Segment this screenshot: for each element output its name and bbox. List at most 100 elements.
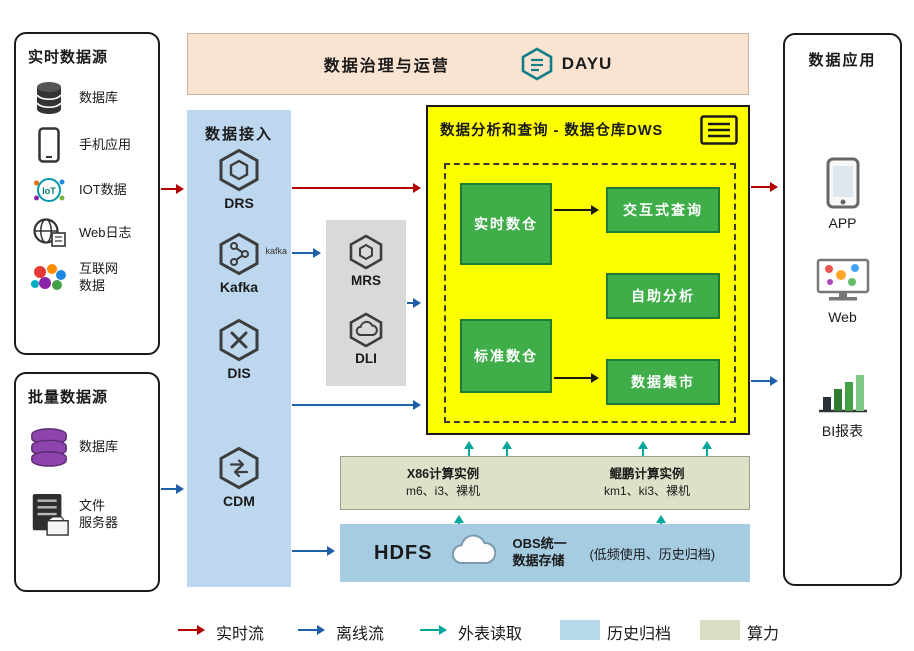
source-label: 互联网 数据 — [79, 261, 119, 293]
compute-panel: X86计算实例 m6、i3、裸机 鲲鹏计算实例 km1、ki3、裸机 — [340, 456, 750, 510]
legend-label: 历史归档 — [607, 626, 672, 643]
service-label: Kafka — [219, 279, 259, 295]
dayu-logo: DAYU — [520, 47, 613, 81]
kafka-icon — [219, 232, 259, 276]
list-item: 数据库 — [16, 75, 158, 121]
phone-icon — [28, 127, 70, 163]
arrow-hdfs-to-compute-2 — [655, 515, 666, 524]
arrow-mrs-to-dws — [407, 297, 421, 308]
x86-spec: m6、i3、裸机 — [405, 484, 480, 499]
service-label: DLI — [355, 351, 377, 366]
web-monitor-icon — [816, 258, 869, 301]
arrow-ingestion-to-mrs — [292, 247, 321, 258]
arrow-ingestion-to-dws-offline — [292, 399, 421, 410]
service-label: DIS — [227, 365, 251, 381]
legend-label: 离线流 — [336, 626, 385, 643]
service-node-cdm: CDM — [187, 446, 291, 509]
kunpeng-spec: km1、ki3、裸机 — [603, 484, 690, 499]
arrow-realtime-to-query — [554, 204, 599, 215]
arrow-standard-to-mart — [554, 372, 599, 383]
arrow-compute-to-dws-3 — [637, 441, 648, 456]
app-label: APP — [828, 215, 857, 231]
globe-log-icon — [28, 217, 70, 249]
arrow-ingestion-to-dws — [292, 182, 421, 193]
service-label: MRS — [351, 273, 381, 288]
service-label: DRS — [224, 195, 254, 211]
purple-database-icon — [28, 425, 70, 469]
governance-banner: 数据治理与运营 DAYU — [187, 33, 749, 95]
x86-title: X86计算实例 — [406, 467, 480, 482]
bi-chart-icon — [818, 375, 867, 413]
hdfs-label: HDFS — [374, 541, 433, 564]
warehouse-standard: 标准数仓 — [460, 319, 552, 393]
legend-label: 算力 — [747, 626, 780, 643]
applications-panel: 数据应用 APP Web BI报表 — [783, 33, 902, 586]
bi-node: BI报表 — [785, 369, 900, 441]
ingestion-panel: 数据接入 DRS kafka Kafka DIS CDM — [187, 110, 291, 587]
dayu-logo-text: DAYU — [561, 54, 613, 73]
arrow-compute-to-dws-2 — [501, 441, 512, 456]
source-label: 手机应用 — [79, 136, 132, 152]
dayu-hexagon-icon — [521, 47, 553, 81]
svg-text:IoT: IoT — [42, 186, 56, 196]
storage-panel: HDFS OBS统一数据存储 (低频使用、历史归档) — [340, 524, 750, 582]
arrow-realtime-sources-to-ingestion — [161, 183, 184, 194]
app-label: Web — [828, 309, 857, 325]
dis-icon — [219, 318, 259, 362]
dws-title: 数据分析和查询 - 数据仓库DWS — [440, 123, 664, 139]
governance-title: 数据治理与运营 — [323, 58, 450, 75]
legend-realtime-arrow — [178, 624, 205, 635]
dli-icon — [349, 312, 383, 348]
cdm-icon — [219, 446, 259, 490]
file-server-icon — [28, 491, 70, 539]
service-interactive-query: 交互式查询 — [606, 187, 720, 233]
warehouse-realtime: 实时数仓 — [460, 183, 552, 265]
kafka-wordmark: kafka — [265, 246, 287, 256]
x86-compute-cell: X86计算实例 m6、i3、裸机 — [341, 466, 545, 499]
web-node: Web — [785, 257, 900, 325]
service-self-analysis: 自助分析 — [606, 273, 720, 319]
legend-label: 外表读取 — [458, 626, 523, 643]
source-label: Web日志 — [79, 224, 132, 240]
batch-sources-title: 批量数据源 — [28, 389, 109, 406]
service-data-mart: 数据集市 — [606, 359, 720, 405]
list-item: 互联网 数据 — [16, 255, 158, 301]
list-item: 文件 服务器 — [16, 475, 158, 545]
arrow-dws-to-bi — [751, 375, 778, 386]
database-icon — [28, 81, 70, 115]
internet-data-icon — [28, 262, 70, 294]
dws-inner-border — [444, 163, 736, 423]
middle-services-panel: MRS DLI — [326, 220, 406, 386]
arrow-compute-to-dws-1 — [463, 441, 474, 456]
arrow-dws-to-app — [751, 181, 778, 192]
service-label: CDM — [223, 493, 255, 509]
source-label: 数据库 — [79, 438, 119, 454]
obs-cloud-icon — [445, 533, 499, 574]
source-label: 文件 服务器 — [79, 498, 119, 530]
list-item: 数据库 — [16, 415, 158, 475]
source-label: IOT数据 — [79, 181, 127, 197]
arrow-hdfs-to-compute-1 — [453, 515, 464, 524]
list-item: Web日志 — [16, 211, 158, 255]
ingestion-title: 数据接入 — [204, 126, 273, 143]
service-node-dis: DIS — [187, 318, 291, 381]
batch-sources-panel: 批量数据源 数据库 文件 服务器 — [14, 372, 160, 592]
list-item: IoT IOT数据 — [16, 169, 158, 211]
document-icon — [700, 115, 738, 150]
list-item: 手机应用 — [16, 121, 158, 169]
service-node-dli: DLI — [326, 312, 406, 366]
realtime-sources-title: 实时数据源 — [28, 49, 109, 66]
applications-title: 数据应用 — [808, 52, 877, 69]
kunpeng-compute-cell: 鲲鹏计算实例 km1、ki3、裸机 — [545, 466, 749, 499]
legend-archive-swatch — [560, 620, 600, 640]
legend-label: 实时流 — [216, 626, 265, 643]
dws-panel: 数据分析和查询 - 数据仓库DWS 实时数仓 标准数仓 交互式查询 自助分析 数… — [426, 105, 750, 435]
kunpeng-title: 鲲鹏计算实例 — [609, 467, 685, 482]
service-node-drs: DRS — [187, 148, 291, 211]
arrow-batch-to-cdm — [161, 483, 184, 494]
app-node: APP — [785, 157, 900, 231]
obs-note: (低频使用、历史归档) — [589, 546, 716, 562]
service-node-kafka: kafka Kafka — [187, 232, 291, 295]
obs-title: OBS统一数据存储 — [512, 536, 567, 568]
